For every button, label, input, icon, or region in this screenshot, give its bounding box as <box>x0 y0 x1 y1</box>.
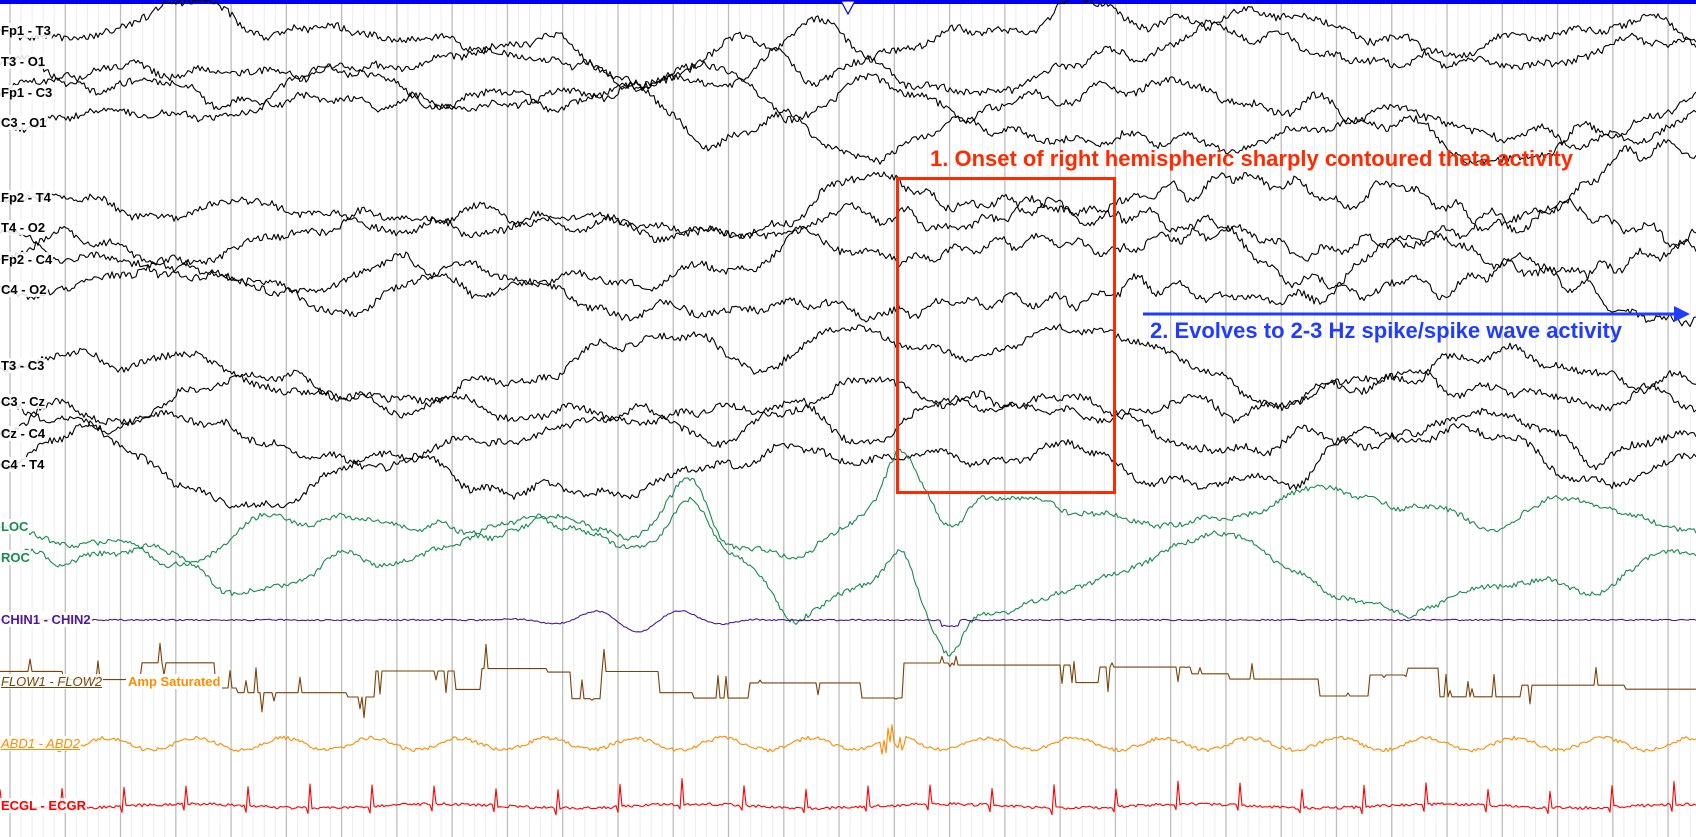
channel-label-fp1-c3[interactable]: Fp1 - C3 <box>0 85 54 100</box>
channel-label-flow[interactable]: FLOW1 - FLOW2 <box>0 674 104 689</box>
annotation-evolution: 2. Evolves to 2-3 Hz spike/spike wave ac… <box>1150 318 1623 343</box>
trace-fp1-t3 <box>0 0 1696 92</box>
channel-label-c3-cz[interactable]: C3 - Cz <box>0 394 47 409</box>
evolution-arrow <box>1143 306 1690 322</box>
trace-cz-c4 <box>0 376 1696 490</box>
trace-c4-t4 <box>0 407 1696 509</box>
channel-label-fp2-t4[interactable]: Fp2 - T4 <box>0 190 52 205</box>
time-ruler-bar[interactable] <box>0 0 1696 16</box>
channel-label-c3-o1[interactable]: C3 - O1 <box>0 115 48 130</box>
channel-label-c4-t4[interactable]: C4 - T4 <box>0 457 46 472</box>
channel-label-abd[interactable]: ABD1 - ABD2 <box>0 736 81 751</box>
trace-t3-c3 <box>0 323 1696 419</box>
channel-label-c4-o2[interactable]: C4 - O2 <box>0 282 48 297</box>
trace-c3-cz <box>0 369 1696 448</box>
channel-label-t3-c3[interactable]: T3 - C3 <box>0 358 46 373</box>
channel-label-loc[interactable]: LOC <box>0 519 30 534</box>
channel-label-ecg[interactable]: ECGL - ECGR <box>0 798 87 813</box>
channel-label-fp1-t3[interactable]: Fp1 - T3 <box>0 23 52 38</box>
channel-label-chin[interactable]: CHIN1 - CHIN2 <box>0 612 92 627</box>
trace-t3-o1 <box>0 13 1696 96</box>
trace-fp2-c4 <box>0 195 1696 297</box>
channel-label-roc[interactable]: ROC <box>0 550 31 565</box>
channel-label-cz-c4[interactable]: Cz - C4 <box>0 426 47 441</box>
amp-saturated-flag: Amp Saturated <box>126 674 223 689</box>
channel-label-t3-o1[interactable]: T3 - O1 <box>0 54 47 69</box>
trace-fp1-c3 <box>0 60 1696 151</box>
trace-loc <box>0 448 1696 569</box>
trace-c4-o2 <box>0 257 1696 328</box>
trace-chin1-chin2 <box>0 610 1696 633</box>
trace-ecgl-ecgr <box>0 778 1696 816</box>
trace-abd1-abd2 <box>0 724 1696 755</box>
trace-t4-o2 <box>0 197 1696 279</box>
channel-label-fp2-c4[interactable]: Fp2 - C4 <box>0 252 54 267</box>
traces <box>0 0 1696 816</box>
channel-label-t4-o2[interactable]: T4 - O2 <box>0 220 47 235</box>
trace-flow1-flow2 <box>0 642 1696 719</box>
trace-roc <box>0 496 1696 657</box>
annotation-onset: 1. Onset of right hemispheric sharply co… <box>930 146 1574 171</box>
trace-fp2-t4 <box>0 138 1696 240</box>
trace-c3-o1 <box>0 62 1696 166</box>
